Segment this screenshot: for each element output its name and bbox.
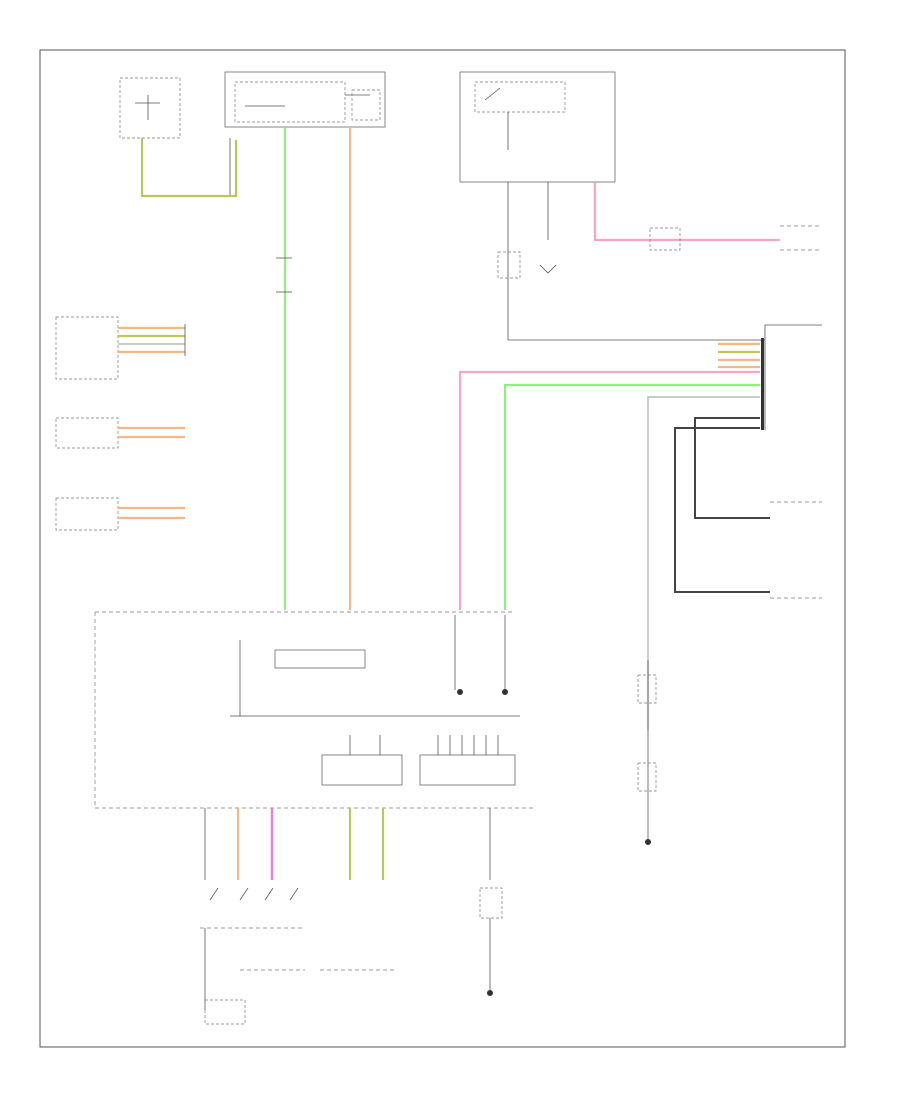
junction-block [224,71,386,128]
right-module-inputs [718,342,760,369]
left-module-2 [55,417,185,449]
wire-green-right [503,383,760,610]
left-top-component [119,77,231,195]
right-column-components [637,660,657,845]
left-module-3 [55,497,185,531]
diagram-frame [39,49,846,1048]
wire-pink-right [458,370,760,610]
bottom-wires [204,808,491,880]
bottom-switches [200,887,503,1025]
wire-pink-top [593,182,780,242]
left-module-1 [55,316,186,380]
inline-switch-green [276,257,292,293]
wire-stop-switch [140,140,238,198]
right-module [761,324,822,430]
connector-pink [649,227,681,251]
wire-dark-1 [694,417,770,519]
lower-main-block [94,611,535,809]
wire-dark-2 [674,427,770,593]
wire-gray-right [647,396,760,730]
relay-box [459,71,616,340]
